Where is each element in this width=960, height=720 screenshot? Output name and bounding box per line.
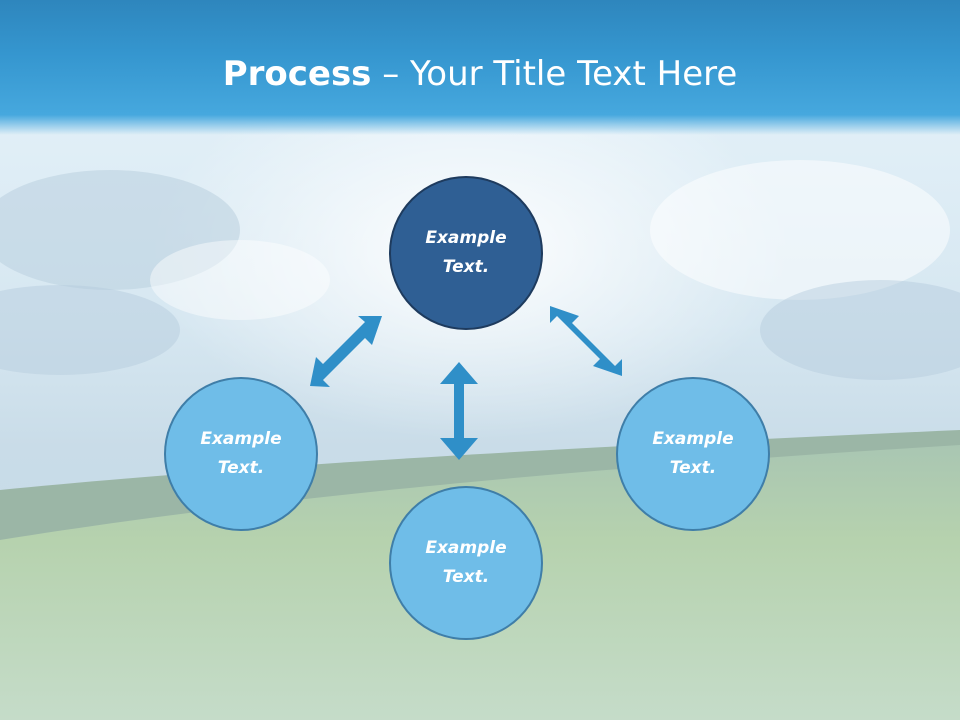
title-bar [0,0,960,135]
double-arrow-icon [310,316,382,387]
process-node-right: Example Text. [616,377,770,531]
node-label: Example Text. [200,429,282,478]
double-arrow-icon [550,306,622,376]
process-node-left: Example Text. [164,377,318,531]
node-label: Example Text. [425,228,507,277]
title-bold: Process [222,54,372,94]
double-arrow-icon [440,362,478,460]
slide-title: Process – Your Title Text Here [0,52,960,96]
process-node-bottom: Example Text. [389,486,543,640]
process-node-top: Example Text. [389,176,543,330]
node-label: Example Text. [425,538,507,587]
title-rest: – Your Title Text Here [371,54,738,94]
node-label: Example Text. [652,429,734,478]
